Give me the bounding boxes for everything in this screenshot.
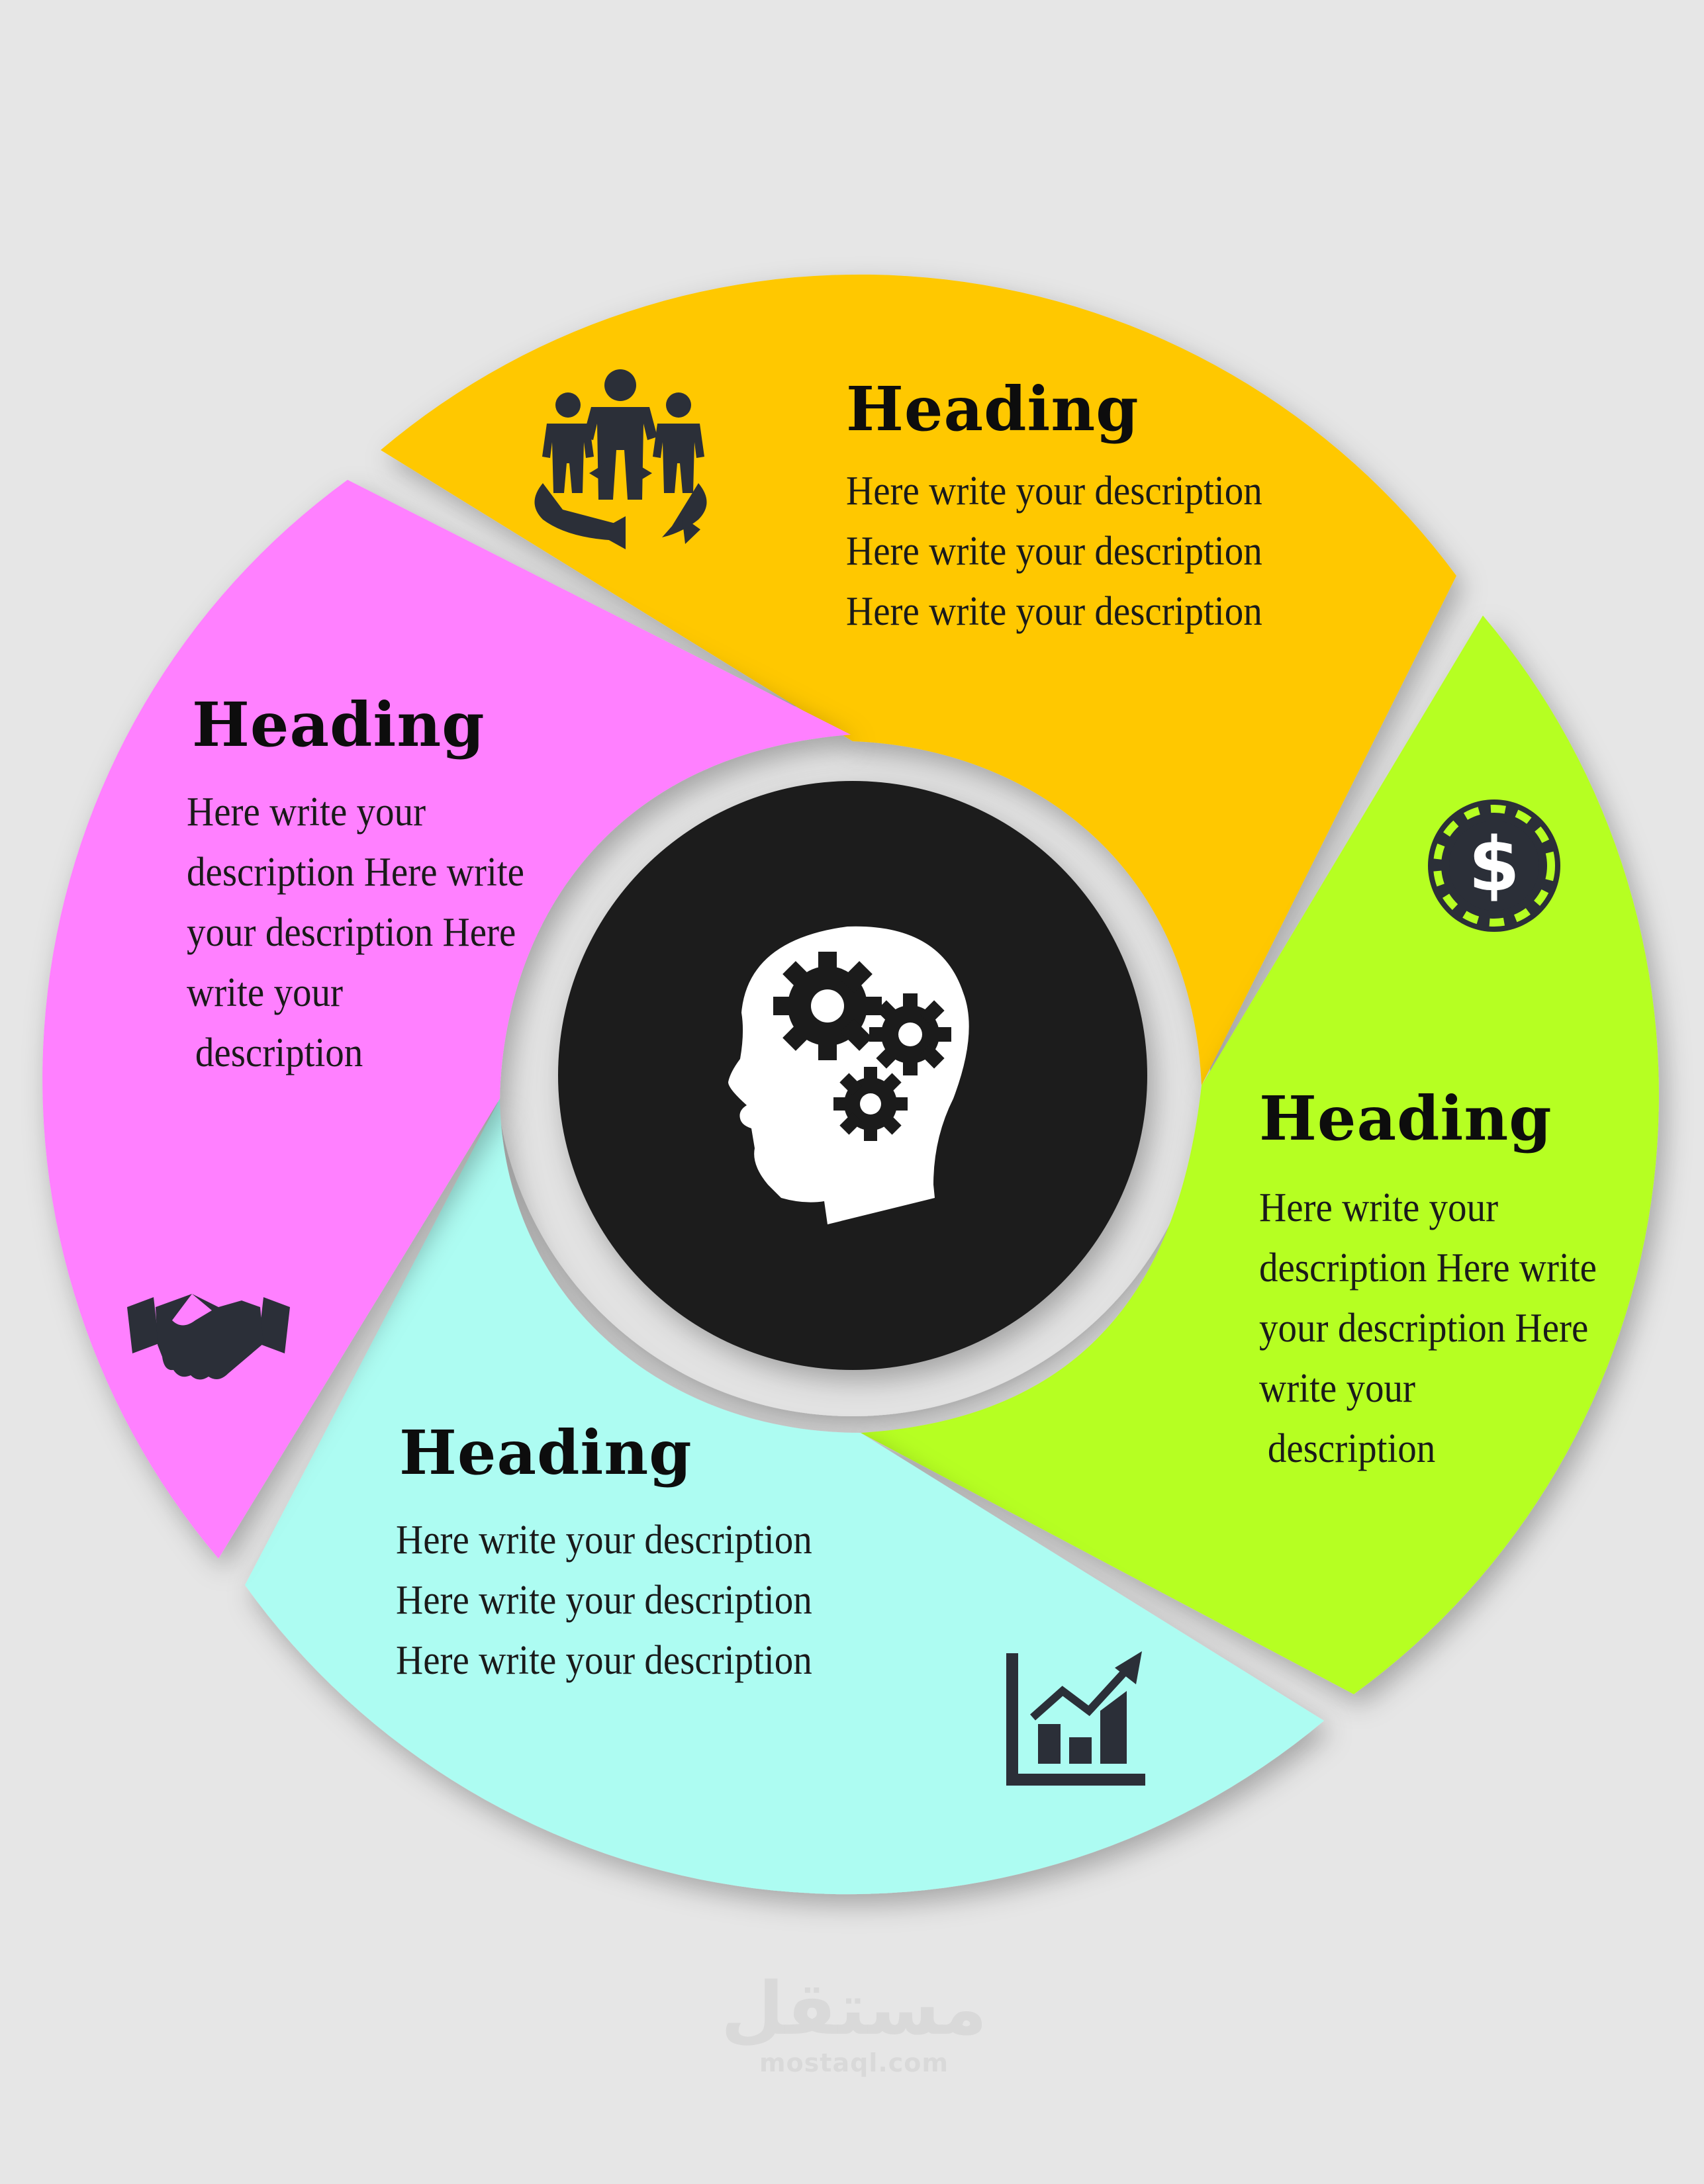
description-line: Here write your description: [846, 469, 1262, 514]
watermark-arabic: مستقل: [720, 1966, 988, 2051]
segment-right-heading: Heading: [1259, 1083, 1552, 1154]
description-line: Here write your description: [396, 1638, 812, 1683]
description-line: Here write your description: [396, 1518, 812, 1563]
description-line: Here write your: [1259, 1185, 1499, 1230]
segment-left-description: Here write your description Here write y…: [187, 782, 524, 1083]
description-line: write your: [187, 970, 344, 1015]
team-icon: [534, 369, 707, 549]
segment-left-heading: Heading: [192, 689, 485, 760]
segment-top-description: Here write your description Here write y…: [846, 461, 1262, 642]
dollar-coin-icon: $: [1428, 799, 1560, 932]
description-line: your description Here: [1259, 1306, 1589, 1351]
growth-chart-icon: [1006, 1651, 1145, 1786]
svg-text:$: $: [1468, 822, 1520, 908]
segment-bottom-heading: Heading: [399, 1417, 692, 1488]
segment-right-description: Here write your description Here write y…: [1259, 1178, 1597, 1479]
segment-bottom-description: Here write your description Here write y…: [396, 1510, 812, 1691]
description-line: Here write your: [187, 790, 426, 835]
segment-top: [381, 274, 1456, 1085]
description-line: description: [195, 1030, 363, 1075]
segment-top-heading: Heading: [846, 373, 1139, 445]
description-line: description Here write: [187, 850, 524, 895]
description-line: your description Here: [187, 910, 516, 955]
description-line: Here write your description: [846, 529, 1262, 574]
handshake-icon: [127, 1294, 290, 1380]
watermark: مستقل mostaql.com: [715, 1969, 993, 2077]
description-line: Here write your description: [846, 589, 1262, 634]
watermark-latin: mostaql.com: [759, 2048, 949, 2077]
description-line: description Here write: [1259, 1246, 1597, 1291]
description-line: Here write your description: [396, 1578, 812, 1623]
description-line: description: [1267, 1426, 1436, 1471]
description-line: write your: [1259, 1366, 1416, 1411]
head-gears-icon: [728, 926, 969, 1224]
segment-left: [42, 480, 851, 1559]
